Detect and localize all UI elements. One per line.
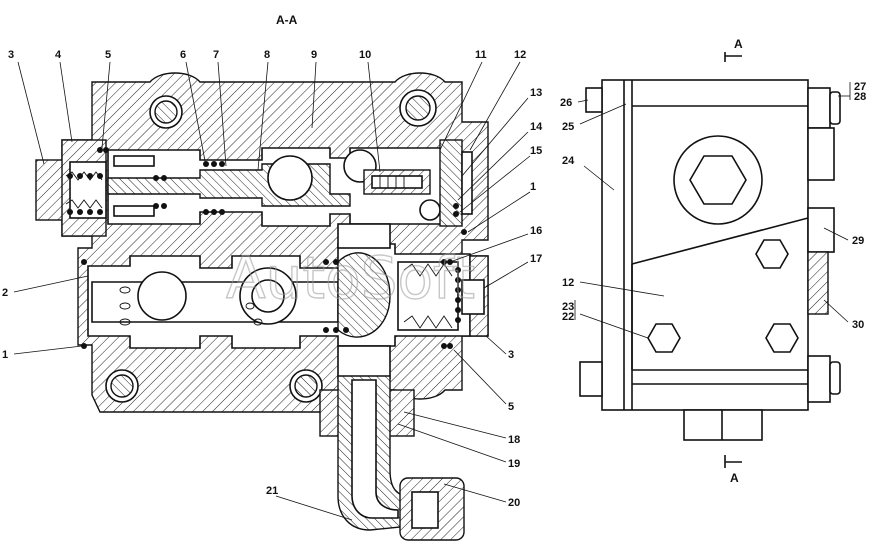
side-view: А А xyxy=(579,37,841,485)
callout-25: 25 xyxy=(562,121,574,133)
callout-17: 17 xyxy=(530,253,542,265)
callout-26: 26 xyxy=(560,97,572,109)
callout-12: 12 xyxy=(514,49,526,61)
upper-spool xyxy=(107,149,441,221)
check-valve-insert xyxy=(363,139,473,227)
callout-labels: 3 4 5 6 7 8 9 10 11 12 13 14 15 1 16 17 … xyxy=(2,49,866,509)
callout-24: 24 xyxy=(562,155,575,167)
elbow-fitting xyxy=(319,375,465,541)
callout-6: 6 xyxy=(180,49,186,61)
callout-16: 16 xyxy=(530,225,542,237)
callout-20: 20 xyxy=(508,497,520,509)
section-mark-top: А xyxy=(734,37,743,51)
leader-lines xyxy=(13,61,851,521)
callout-15: 15 xyxy=(530,145,542,157)
watermark: AutoSoft xyxy=(226,244,475,312)
section-mark-bottom: А xyxy=(730,471,739,485)
callout-1: 1 xyxy=(2,349,8,361)
callout-1: 1 xyxy=(530,181,536,193)
callout-14: 14 xyxy=(530,121,543,133)
callout-2: 2 xyxy=(2,287,8,299)
callout-30: 30 xyxy=(852,319,864,331)
upper-spring-left xyxy=(65,161,225,215)
callout-19: 19 xyxy=(508,458,520,470)
callout-29: 29 xyxy=(852,235,864,247)
callout-18: 18 xyxy=(508,434,520,446)
callout-10: 10 xyxy=(359,49,371,61)
mounting-bolt-bottom-left xyxy=(105,369,139,403)
mounting-bolt-top-right xyxy=(399,89,437,127)
lower-spool xyxy=(91,252,391,338)
callout-8: 8 xyxy=(264,49,270,61)
callout-5: 5 xyxy=(105,49,111,61)
callout-13: 13 xyxy=(530,87,542,99)
end-cap-left xyxy=(35,139,107,237)
callout-9: 9 xyxy=(311,49,317,61)
callout-12: 12 xyxy=(562,277,574,289)
callout-21: 21 xyxy=(266,485,278,497)
mounting-bolt-top-left xyxy=(149,95,183,129)
callout-27: 27 xyxy=(854,81,866,93)
section-title: А-А xyxy=(276,13,298,27)
callout-11: 11 xyxy=(475,49,487,61)
callout-3: 3 xyxy=(8,49,14,61)
callout-28: 28 xyxy=(854,91,866,103)
callout-22: 22 xyxy=(562,311,574,323)
callout-7: 7 xyxy=(213,49,219,61)
callout-4: 4 xyxy=(55,49,62,61)
callout-5: 5 xyxy=(508,401,514,413)
callout-23: 23 xyxy=(562,301,574,313)
mounting-bolt-bottom-right xyxy=(289,369,323,403)
callout-3: 3 xyxy=(508,349,514,361)
